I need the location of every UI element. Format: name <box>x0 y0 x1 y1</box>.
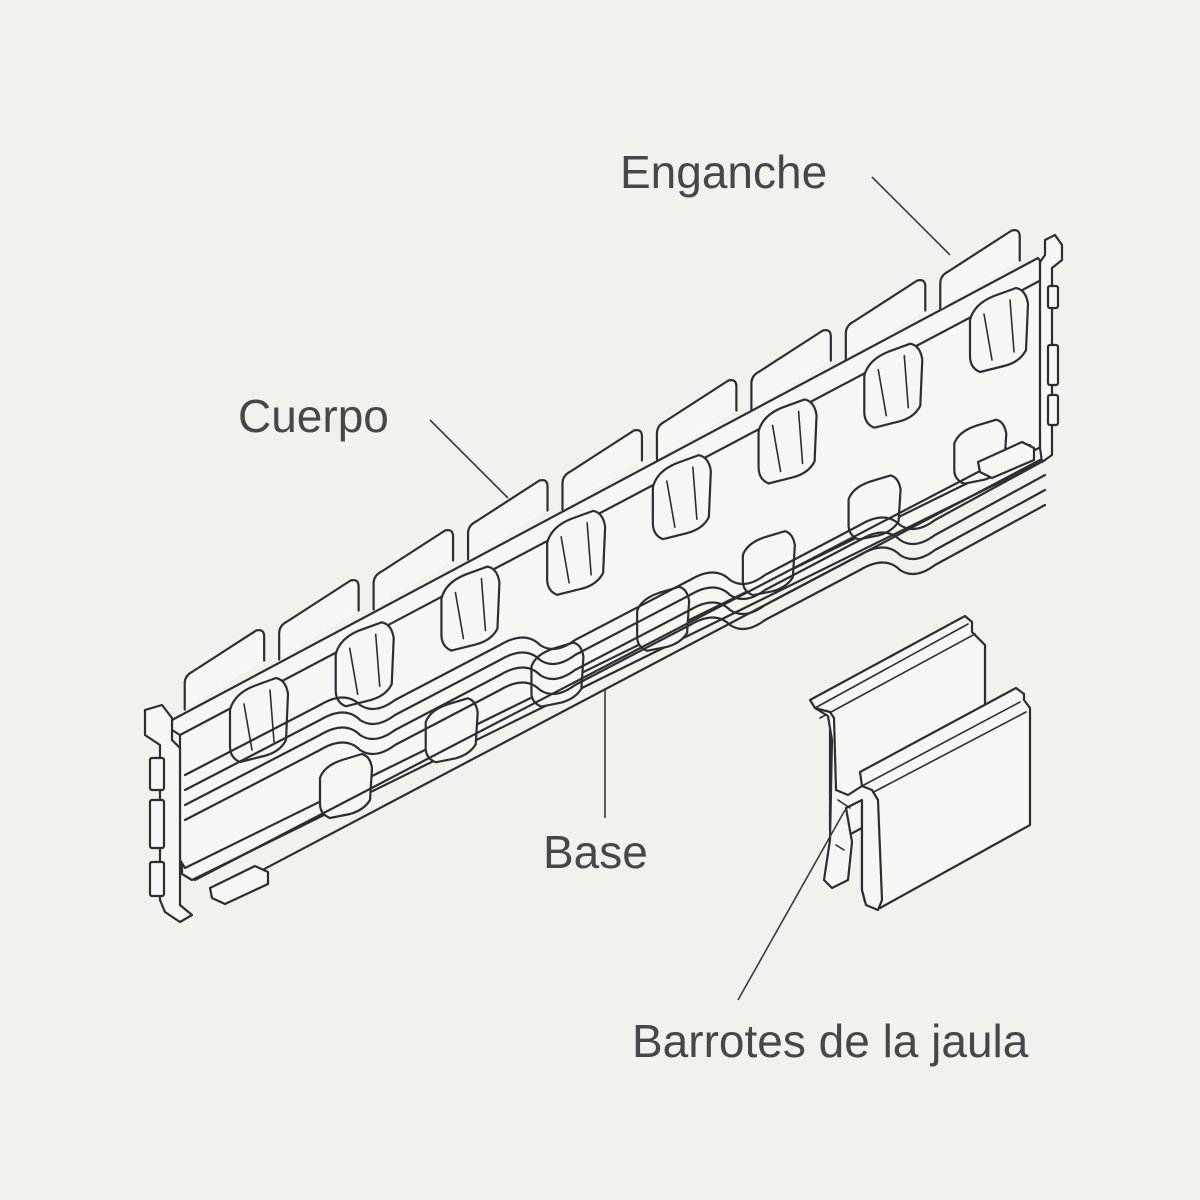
hook-tab <box>939 229 1021 311</box>
hook-tab <box>372 529 455 611</box>
cage-pocket-crease <box>560 522 592 584</box>
right-end-clip-2 <box>1046 343 1060 387</box>
label-barrotes: Barrotes de la jaula <box>632 1015 1029 1067</box>
cage-pocket-crease <box>348 633 381 696</box>
hook-tab <box>561 429 644 511</box>
hook-tab <box>750 329 832 411</box>
cage-pocket-crease <box>983 299 1015 361</box>
bar-channel-inner <box>835 799 851 851</box>
label-cuerpo: Cuerpo <box>238 390 389 442</box>
cage-bars-piece <box>808 614 1032 912</box>
barrotes-leader <box>737 809 846 1001</box>
left-end-clip-1 <box>148 756 166 792</box>
lower-wavy-rail-lower-edge <box>183 503 1047 822</box>
hook-tab <box>278 579 360 661</box>
lower-wavy-rail <box>183 488 1047 807</box>
hook-tab <box>466 479 549 561</box>
bar-channel-profile <box>813 706 884 912</box>
label-enganche: Enganche <box>620 146 827 198</box>
upper-wavy-rail-lower-edge <box>183 473 1047 792</box>
cage-pocket-crease <box>877 354 910 417</box>
base-edge <box>213 458 1042 897</box>
right-end-clip-1 <box>1046 284 1060 310</box>
enganche-leader <box>871 176 951 256</box>
right-foot-tab <box>976 440 1036 480</box>
left-end-cap <box>143 703 194 924</box>
front-bar-ridge <box>861 701 1027 796</box>
left-end-clip-2 <box>148 798 166 850</box>
cage-pocket-crease <box>771 410 804 473</box>
hook-tab <box>844 279 927 361</box>
rear-bar-ridge <box>814 623 976 719</box>
right-end-clip-3 <box>1046 393 1060 427</box>
base-edge-inner <box>193 443 1032 882</box>
hook-tab <box>183 629 266 711</box>
cage-pocket-crease <box>454 577 487 640</box>
upper-wavy-rail <box>183 458 1047 777</box>
cage-pocket-crease <box>666 466 698 528</box>
cuerpo-leader <box>429 419 509 499</box>
left-end-clip-3 <box>148 860 166 898</box>
cage-pockets <box>228 286 1030 820</box>
left-foot-tab <box>208 864 270 906</box>
hook-tab <box>655 379 738 461</box>
hook-tabs <box>183 229 1021 711</box>
feeder-assembly <box>143 229 1064 924</box>
label-base: Base <box>543 826 648 878</box>
cage-pocket-crease <box>243 689 275 751</box>
cage-pocket-lower <box>318 752 374 820</box>
